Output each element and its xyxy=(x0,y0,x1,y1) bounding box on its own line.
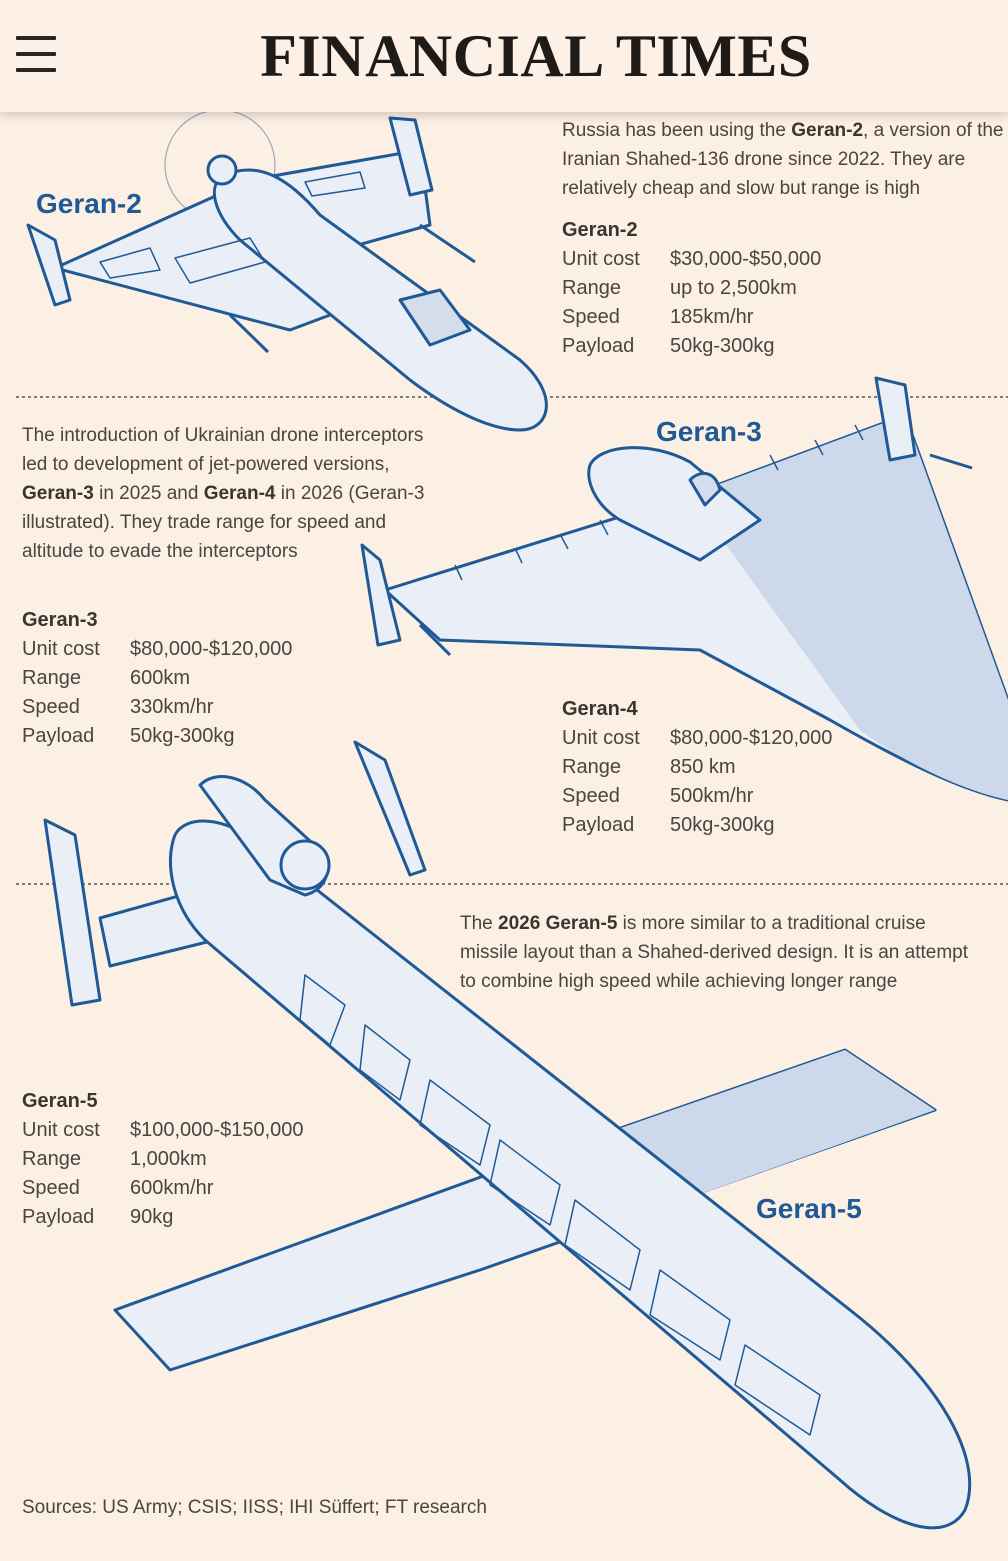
spec-value: 50kg-300kg xyxy=(670,335,775,357)
site-header: FINANCIAL TIMES xyxy=(0,0,1008,112)
spec-row: Range up to 2,500km xyxy=(562,274,821,303)
masthead-logo[interactable]: FINANCIAL TIMES xyxy=(260,23,812,89)
intro-line: The introduction of Ukrainian drone inte… xyxy=(22,425,424,446)
spec-key: Range xyxy=(22,667,81,689)
intro-line: led to development of jet-powered versio… xyxy=(22,454,390,475)
spec-row: Speed 185km/hr xyxy=(562,303,821,332)
intro-bold: 2026 Geran-5 xyxy=(498,913,618,934)
spec-title: Geran-2 xyxy=(562,219,638,241)
menu-bar xyxy=(16,52,56,56)
spec-row: Range 1,000km xyxy=(22,1145,304,1174)
intro-text: The xyxy=(460,913,499,934)
intro-line: illustrated). They trade range for speed… xyxy=(22,512,387,533)
spec-value: 600km xyxy=(130,667,191,689)
intro-line: to combine high speed while achieving lo… xyxy=(460,971,898,992)
intro-text: in 2025 and xyxy=(93,483,204,504)
geran-3-specs: Geran-3 Unit cost $80,000-$120,000 Range 6… xyxy=(22,606,292,751)
intro-line: altitude to evade the interceptors xyxy=(22,541,298,562)
spec-title: Geran-5 xyxy=(22,1090,98,1112)
spec-title: Geran-4 xyxy=(562,698,638,720)
spec-key: Unit cost xyxy=(562,248,640,270)
intro-bold: Geran-2 xyxy=(791,120,864,141)
spec-row: Unit cost $80,000-$120,000 xyxy=(562,724,832,753)
spec-key: Unit cost xyxy=(22,1119,100,1141)
intro-line: relatively cheap and slow but range is h… xyxy=(562,178,921,199)
spec-row: Speed 600km/hr xyxy=(22,1174,304,1203)
geran-4-specs: Geran-4 Unit cost $80,000-$120,000 Range 8… xyxy=(562,695,832,840)
geran-3-intro: The introduction of Ukrainian drone inte… xyxy=(22,421,424,566)
spec-key: Speed xyxy=(22,696,80,718)
spec-row: Range 600km xyxy=(22,664,292,693)
spec-key: Unit cost xyxy=(562,727,640,749)
spec-row: Range 850 km xyxy=(562,753,832,782)
intro-text: , a version of the xyxy=(863,120,1004,141)
spec-value: 850 km xyxy=(670,756,736,778)
spec-key: Speed xyxy=(562,306,620,328)
spec-row: Speed 500km/hr xyxy=(562,782,832,811)
sources-note: Sources: US Army; CSIS; IISS; IHI Süffer… xyxy=(22,1497,487,1518)
intro-line: Iranian Shahed-136 drone since 2022. The… xyxy=(562,149,966,170)
spec-value: 600km/hr xyxy=(130,1177,214,1199)
spec-value: $80,000-$120,000 xyxy=(130,638,293,660)
spec-value: 50kg-300kg xyxy=(670,814,775,836)
spec-row: Payload 50kg-300kg xyxy=(562,332,821,361)
spec-key: Range xyxy=(22,1148,81,1170)
intro-text: Russia has been using the xyxy=(562,120,792,141)
spec-key: Payload xyxy=(22,725,95,747)
geran-5-drone xyxy=(43,740,972,1530)
geran-5-specs: Geran-5 Unit cost $100,000-$150,000 Range… xyxy=(22,1087,304,1232)
spec-value: $80,000-$120,000 xyxy=(670,727,833,749)
spec-value: up to 2,500km xyxy=(670,277,797,299)
geran-2-specs: Geran-2 Unit cost $30,000-$50,000 Range up… xyxy=(562,216,821,361)
spec-value: 90kg xyxy=(130,1206,174,1228)
spec-key: Range xyxy=(562,756,621,778)
spec-key: Range xyxy=(562,277,621,299)
spec-row: Unit cost $100,000-$150,000 xyxy=(22,1116,304,1145)
spec-row: Payload 90kg xyxy=(22,1203,304,1232)
spec-key: Unit cost xyxy=(22,638,100,660)
spec-value: 185km/hr xyxy=(670,306,754,328)
spec-row: Unit cost $80,000-$120,000 xyxy=(22,635,292,664)
spec-key: Payload xyxy=(22,1206,95,1228)
spec-row: Payload 50kg-300kg xyxy=(562,811,832,840)
hamburger-menu-icon[interactable] xyxy=(16,36,56,74)
geran-5-intro: The 2026 Geran-5 is more similar to a tr… xyxy=(460,909,968,996)
spec-key: Payload xyxy=(562,814,635,836)
spec-value: $30,000-$50,000 xyxy=(670,248,822,270)
spec-value: 50kg-300kg xyxy=(130,725,235,747)
spec-value: 500km/hr xyxy=(670,785,754,807)
spec-value: $100,000-$150,000 xyxy=(130,1119,304,1141)
spec-row: Unit cost $30,000-$50,000 xyxy=(562,245,821,274)
intro-bold: Geran-4 xyxy=(203,483,276,504)
spec-value: 330km/hr xyxy=(130,696,214,718)
geran-3-label: Geran-3 xyxy=(656,416,762,447)
intro-line: missile layout than a Shahed-derived des… xyxy=(460,942,969,963)
intro-text: in 2026 (Geran-3 xyxy=(275,483,425,504)
spec-key: Payload xyxy=(562,335,635,357)
geran-2-intro: Russia has been using the Geran-2, a ver… xyxy=(562,116,1004,203)
spec-row: Payload 50kg-300kg xyxy=(22,722,292,751)
intro-text: is more similar to a traditional cruise xyxy=(617,913,926,934)
spec-title: Geran-3 xyxy=(22,609,98,631)
spec-value: 1,000km xyxy=(130,1148,207,1170)
spec-key: Speed xyxy=(22,1177,80,1199)
geran-3-drone xyxy=(360,376,1008,802)
spec-key: Speed xyxy=(562,785,620,807)
intro-bold: Geran-3 xyxy=(22,483,94,504)
menu-bar xyxy=(16,36,56,40)
menu-bar xyxy=(16,68,56,72)
spec-row: Speed 330km/hr xyxy=(22,693,292,722)
geran-2-drone xyxy=(26,109,548,432)
geran-2-label: Geran-2 xyxy=(36,188,142,219)
geran-5-label: Geran-5 xyxy=(756,1193,862,1224)
